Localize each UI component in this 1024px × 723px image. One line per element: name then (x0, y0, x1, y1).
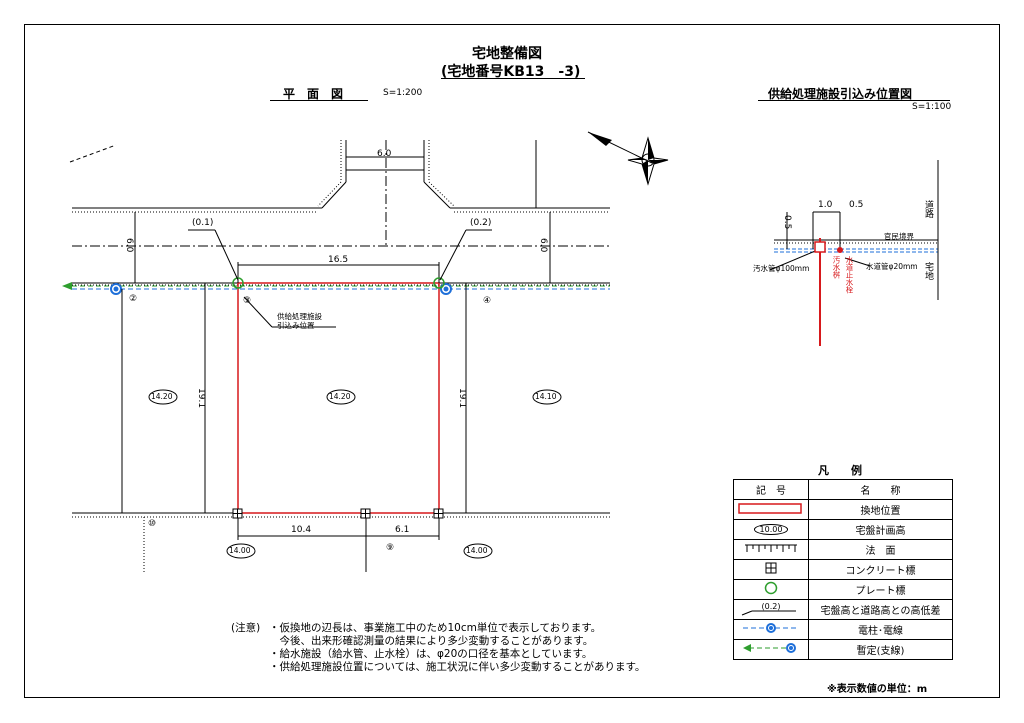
drawing-frame (24, 24, 1000, 698)
legend-name-0: 換地位置 (808, 499, 953, 520)
legend-concrete-marker-icon (733, 559, 809, 580)
legend-table: 記 号 名 称 換地位置 10.00 宅盤計画高 法 面 コンクリート標 プレー… (733, 479, 953, 660)
note-line-1: 今後、出来形確認測量の結果により多少変動することがあります。 (269, 635, 594, 647)
legend-diff-leader-icon: (0.2) (733, 599, 809, 620)
legend-red-rect-icon (733, 499, 809, 520)
detail-heading: 供給処理施設引込み位置図 (768, 87, 913, 101)
legend-slope-hatch-icon (733, 539, 809, 560)
sewer-box-icon (814, 241, 826, 253)
legend-name-1: 宅盤計画高 (808, 519, 953, 540)
dim-road-right: 6.0 (538, 238, 548, 253)
boundary-dash (69, 144, 117, 163)
legend-oval-text: 10.00 (753, 524, 789, 535)
dim-bottom-left: 10.4 (291, 525, 312, 535)
guy-arrow-icon (62, 282, 72, 290)
north-arrow-icon (587, 131, 669, 186)
lot-number-2: ② (129, 294, 138, 304)
detail-dim-a: 1.0 (818, 200, 833, 210)
detail-heading-underline (758, 100, 950, 101)
plan-heading: 平 面 図 (283, 87, 344, 101)
height-bottom-right: 14.00 (466, 546, 488, 555)
plate-marker-icon (232, 277, 244, 289)
side-road (317, 140, 537, 246)
lot-number-3: ③ (243, 296, 252, 306)
diff-left: (0.1) (192, 218, 214, 228)
notes-label: (注意) (231, 622, 261, 634)
lot-number-4: ④ (483, 296, 492, 306)
callout-line1: 供給処理施設 (277, 312, 322, 321)
legend-name-4: プレート標 (808, 579, 953, 600)
plan-scale: S=1:200 (383, 88, 423, 98)
legend-name-2: 法 面 (808, 539, 953, 560)
detail-water-valve: 水道止水栓 (845, 256, 854, 294)
detail-sewer-pipe: 汚水管φ100mm (753, 264, 810, 273)
height-center: 14.20 (329, 392, 351, 401)
note-line-0: ・仮換地の辺長は、事業施工中のため10cm単位で表示しております。 (269, 622, 602, 634)
legend-name-3: コンクリート標 (808, 559, 953, 580)
diff-right: (0.2) (470, 218, 492, 228)
legend-col-symbol: 記 号 (733, 479, 809, 500)
dim-bottom-right: 6.1 (395, 525, 410, 535)
detail-sewer-box: 汚水桝 (832, 256, 841, 279)
height-right: 14.10 (535, 392, 557, 401)
note-line-2: ・給水施設（給水管、止水栓）は、φ20の口径を基本としています。 (269, 648, 593, 660)
legend-col-name: 名 称 (808, 479, 953, 500)
detail-lot-label: 宅地 (923, 262, 933, 280)
detail-water-pipe: 水道管φ20mm (866, 262, 918, 271)
legend-pole-wire-icon (733, 619, 809, 640)
water-valve-icon (837, 247, 843, 253)
detail-scale: S=1:100 (912, 102, 952, 112)
callout-line2: 引込み位置 (277, 321, 315, 330)
legend-name-5: 宅盤高と道路高との高低差 (808, 599, 953, 620)
dim-road-left: 6.0 (124, 238, 134, 253)
legend-oval-number-icon: 10.00 (733, 519, 809, 540)
drawing-title: 宅地整備図 (472, 46, 542, 62)
dim-lot-depth-left: 19.1 (196, 388, 206, 409)
note-line-3: ・供給処理施設位置については、施工状況に伴い多少変動することがあります。 (269, 661, 646, 673)
dim-road-top: 6.0 (377, 149, 392, 159)
legend-guy-wire-icon (733, 639, 809, 660)
height-bottom-left: 14.00 (229, 546, 251, 555)
utility-pole-icon (110, 283, 122, 295)
lot-number-9: ⑨ (386, 543, 395, 553)
detail-dim-b: 0.5 (849, 200, 864, 210)
concrete-marker-icon (232, 508, 243, 519)
plate-marker-icon (433, 277, 445, 289)
concrete-marker-icon (360, 508, 371, 519)
unit-note: ※表示数値の単位：m (827, 684, 928, 695)
detail-road-label: 道路 (923, 200, 933, 218)
concrete-marker-icon (433, 508, 444, 519)
detail-drawing (769, 160, 939, 300)
main-road (72, 207, 610, 286)
legend-name-6: 電柱･電線 (808, 619, 953, 640)
detail-dim-c: 0.5 (782, 215, 792, 230)
detail-boundary: 官民境界 (884, 232, 914, 241)
lot-number-10: ⑩ (148, 519, 157, 529)
legend-name-7: 暫定(支線) (808, 639, 953, 660)
legend-green-circle-icon (733, 579, 809, 600)
dim-lot-depth-right: 19.1 (457, 388, 467, 409)
legend-diff-text: (0.2) (761, 602, 781, 611)
plan-heading-underline (270, 100, 368, 101)
lot-number-title: (宅地番号KB13 -3) (441, 64, 581, 80)
height-left: 14.20 (151, 392, 173, 401)
subject-lot-outline (237, 282, 440, 514)
dim-lot-width: 16.5 (328, 255, 349, 265)
legend-title: 凡 例 (818, 464, 862, 477)
title-underline (441, 78, 585, 79)
